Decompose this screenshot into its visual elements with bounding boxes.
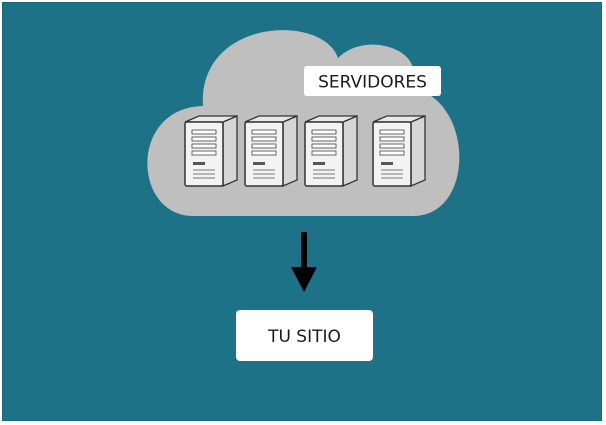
site-box-rect (236, 310, 373, 361)
arrow-down-icon (291, 232, 317, 292)
servers-group (184, 115, 426, 187)
arrow-shaft (301, 232, 307, 270)
servers-label-box (304, 66, 441, 96)
server-tower-icon (372, 115, 426, 187)
server-tower-icon (184, 115, 238, 187)
server-tower-icon (304, 115, 358, 187)
site-box: TU SITIO (236, 310, 373, 361)
arrow-head (291, 267, 317, 292)
site-label-text: TU SITIO (267, 327, 341, 347)
server-tower-icon (244, 115, 298, 187)
servers-label-text: SERVIDORES (318, 73, 427, 93)
diagram-svg: SERVIDORES TU SITIO (147, 30, 460, 361)
servers-label: SERVIDORES (304, 66, 441, 96)
diagram-canvas: SERVIDORES TU SITIO (2, 2, 602, 421)
